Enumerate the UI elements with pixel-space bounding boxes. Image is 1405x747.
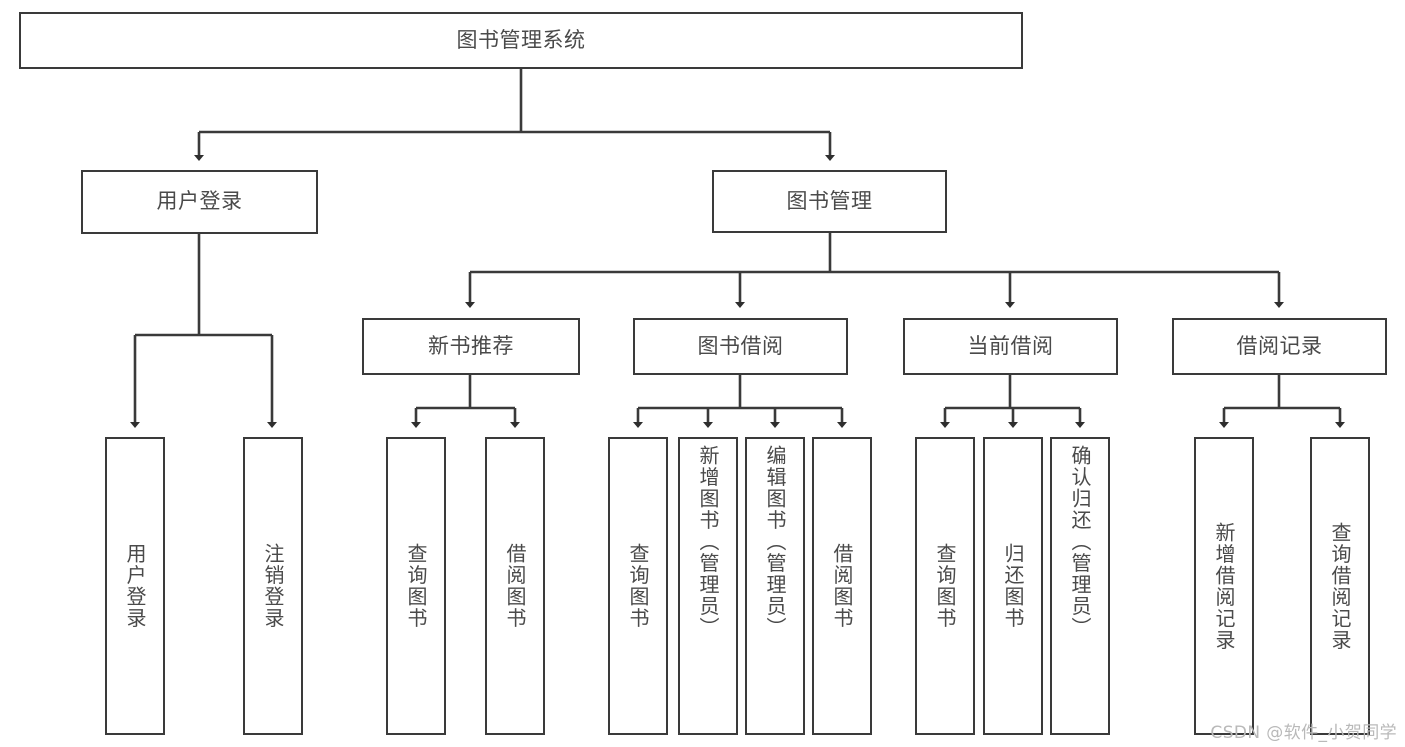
node-label: 新增借阅记录 — [1212, 521, 1236, 651]
node-label: 图书管理 — [786, 188, 873, 213]
leaf-borrow-book[interactable]: 借阅图书 — [812, 437, 872, 735]
leaf-query-book-borrow[interactable]: 查询图书 — [608, 437, 668, 735]
leaf-edit-book-admin[interactable]: 编辑图书（管理员） — [745, 437, 805, 735]
node-label: 借阅图书 — [830, 543, 854, 629]
leaf-query-book-recommend[interactable]: 查询图书 — [386, 437, 446, 735]
node-label: 当前借阅 — [967, 333, 1054, 358]
node-label: 确认归还（管理员） — [1068, 445, 1092, 639]
node-book-borrow[interactable]: 图书借阅 — [633, 318, 848, 375]
leaf-confirm-return-admin[interactable]: 确认归还（管理员） — [1050, 437, 1110, 735]
node-label: 图书借阅 — [697, 333, 784, 358]
node-label: 用户登录 — [123, 543, 147, 629]
node-label: 归还图书 — [1001, 543, 1025, 629]
leaf-add-book-admin[interactable]: 新增图书（管理员） — [678, 437, 738, 735]
node-label: 查询图书 — [933, 543, 957, 629]
node-label: 注销登录 — [261, 543, 285, 629]
node-user-login[interactable]: 用户登录 — [81, 170, 318, 234]
node-label: 新书推荐 — [428, 333, 514, 358]
leaf-add-borrow-record[interactable]: 新增借阅记录 — [1194, 437, 1254, 735]
node-root-system[interactable]: 图书管理系统 — [19, 12, 1023, 69]
leaf-logout[interactable]: 注销登录 — [243, 437, 303, 735]
node-label: 查询图书 — [404, 543, 428, 629]
leaf-return-book[interactable]: 归还图书 — [983, 437, 1043, 735]
node-new-book-recommend[interactable]: 新书推荐 — [362, 318, 580, 375]
node-label: 用户登录 — [156, 189, 243, 214]
node-current-borrow[interactable]: 当前借阅 — [903, 318, 1118, 375]
node-label: 新增图书（管理员） — [696, 445, 720, 639]
node-label: 查询借阅记录 — [1328, 521, 1352, 651]
node-label: 查询图书 — [626, 543, 650, 629]
leaf-query-borrow-record[interactable]: 查询借阅记录 — [1310, 437, 1370, 735]
node-label: 图书管理系统 — [456, 27, 586, 52]
leaf-user-login[interactable]: 用户登录 — [105, 437, 165, 735]
leaf-borrow-book-recommend[interactable]: 借阅图书 — [485, 437, 545, 735]
node-label: 编辑图书（管理员） — [763, 445, 787, 639]
node-borrow-record[interactable]: 借阅记录 — [1172, 318, 1387, 375]
node-book-management[interactable]: 图书管理 — [712, 170, 947, 233]
node-label: 借阅图书 — [503, 543, 527, 629]
node-label: 借阅记录 — [1236, 333, 1323, 358]
watermark-text: CSDN @软件_小贺同学 — [1210, 723, 1397, 743]
leaf-query-book-current[interactable]: 查询图书 — [915, 437, 975, 735]
